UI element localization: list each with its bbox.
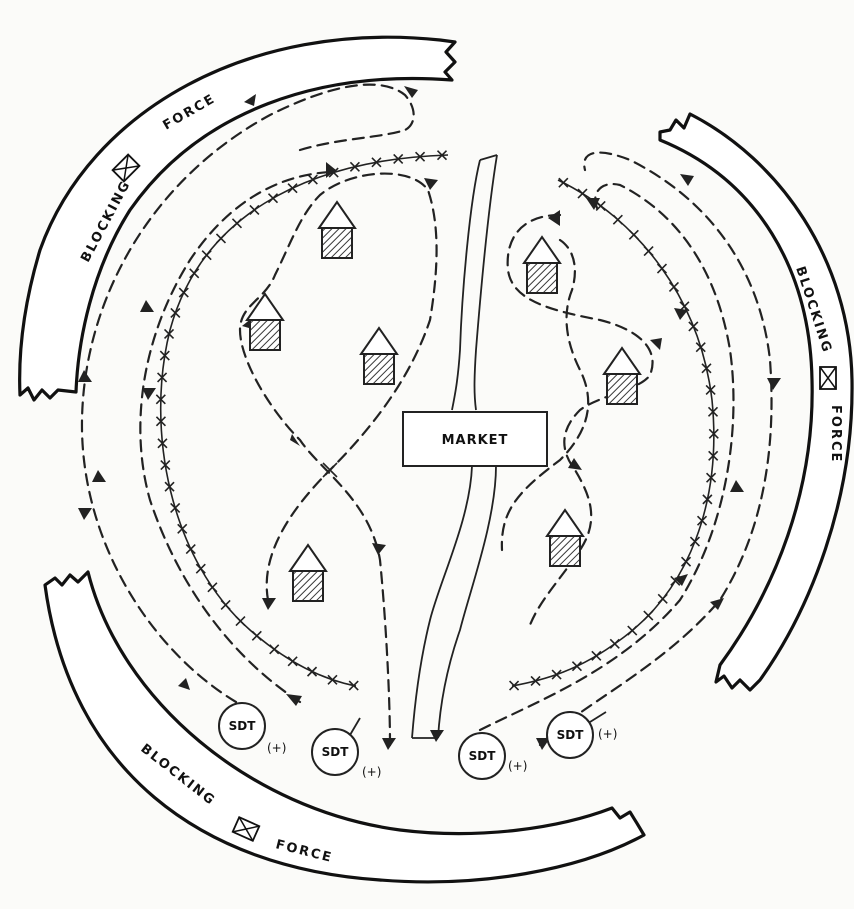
wire-x-mark: [186, 545, 195, 554]
road: [452, 155, 497, 410]
wire-x-mark: [179, 288, 188, 297]
wire-x-mark: [269, 194, 278, 203]
wire-x-mark: [578, 189, 587, 198]
wire-x-mark: [690, 537, 699, 546]
wire-x-mark: [559, 178, 568, 187]
wire-x-mark: [308, 175, 317, 184]
wire-x-mark: [657, 264, 666, 273]
sdt-label: SDT: [469, 749, 497, 763]
market: MARKET: [403, 412, 547, 466]
sdt-team-3: SDT (+): [459, 733, 527, 779]
sdt-modifier: (+): [362, 765, 381, 779]
house-icon: [319, 202, 355, 258]
house-icon: [604, 348, 640, 404]
wire-x-mark: [613, 215, 622, 224]
sdt-modifier: (+): [267, 741, 286, 755]
wire-x-mark: [236, 617, 245, 626]
wire-x-mark: [644, 247, 653, 256]
wire-x-mark: [202, 251, 211, 260]
wire-x-mark: [682, 557, 691, 566]
house-icon: [524, 237, 560, 293]
wire-x-mark: [252, 631, 261, 640]
wire-x-mark: [610, 639, 619, 648]
wire-x-mark: [208, 583, 217, 592]
sdt-label: SDT: [322, 745, 350, 759]
wire-x-mark: [669, 282, 678, 291]
sdt-modifier: (+): [508, 759, 527, 773]
wire-x-mark: [221, 600, 230, 609]
house-icon: [547, 510, 583, 566]
wire-x-mark: [288, 184, 297, 193]
wire-x-mark: [328, 675, 337, 684]
house-icon: [361, 328, 397, 384]
wire-x-mark: [288, 657, 297, 666]
sdt-team-2: SDT (+): [312, 718, 381, 779]
sdt-team-1: SDT (+): [219, 703, 286, 755]
wire-x-mark: [196, 564, 205, 573]
route-inner-left: [140, 172, 330, 702]
wire-x-mark: [696, 343, 705, 352]
wire-x-mark: [250, 205, 259, 214]
wire-x-mark: [270, 645, 279, 654]
force-label-2: FORCE: [828, 405, 843, 463]
wire-x-mark: [216, 234, 225, 243]
wire-x-mark: [629, 230, 638, 239]
blocking-force-right: BLOCKING FORCE: [660, 114, 852, 690]
wire-x-mark: [592, 651, 601, 660]
sdt-label: SDT: [229, 719, 257, 733]
wire-x-mark: [644, 611, 653, 620]
wire-x-mark: [171, 308, 180, 317]
wire-x-mark: [689, 322, 698, 331]
house-icon: [290, 545, 326, 601]
sdt-modifier: (+): [598, 727, 617, 741]
wire-x-mark: [308, 667, 317, 676]
wire-x-mark: [698, 516, 707, 525]
wire-x-mark: [190, 269, 199, 278]
wire-x-mark: [232, 219, 241, 228]
market-label: MARKET: [442, 433, 509, 448]
sdt-label: SDT: [557, 728, 585, 742]
wire-x-mark: [658, 594, 667, 603]
sdt-team-4: SDT (+): [547, 712, 617, 758]
wire-x-mark: [552, 670, 561, 679]
wire-x-mark: [171, 503, 180, 512]
road-lower: [412, 466, 496, 738]
wire-x-mark: [572, 662, 581, 671]
wire-x-mark: [178, 524, 187, 533]
box-x-icon: [820, 367, 836, 389]
wire-x-mark: [628, 626, 637, 635]
